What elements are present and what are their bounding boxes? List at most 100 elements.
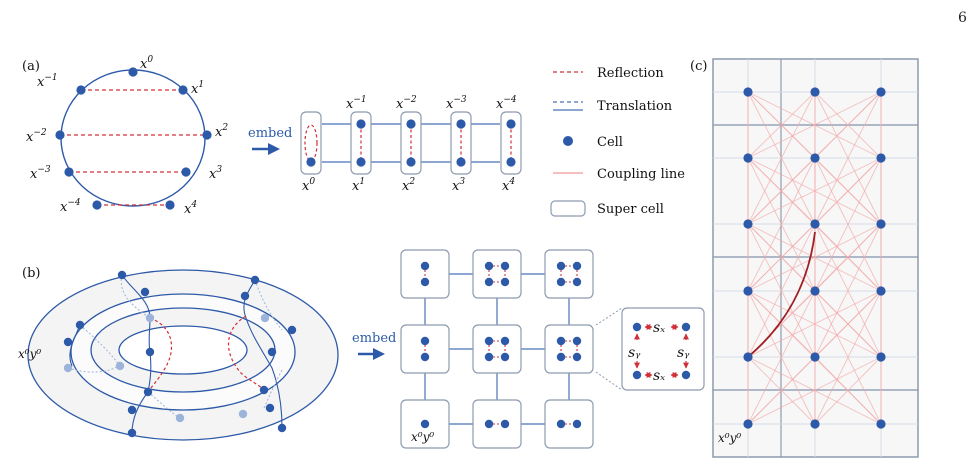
ring-node-label: x−1 [37,73,58,90]
ring-node [181,167,191,177]
ring-node-label: x2 [215,123,228,140]
legend-reflection-label: Reflection [597,66,664,81]
grid-node [500,419,510,429]
panel-c-node [876,352,886,362]
chain-node [456,157,466,167]
legend-cell-label: Cell [597,135,623,150]
grid-node [556,261,566,271]
grid-node [500,352,510,362]
supercell-grid [400,249,594,449]
panel-c-node [876,153,886,163]
grid-node [500,336,510,346]
ring-node-label: x3 [209,165,222,182]
panel-c-coupling-line [747,157,816,225]
grid-supercell [544,249,594,299]
page-number: 6 [958,10,967,26]
legend-translation-label: Translation [597,99,673,114]
grid-node [556,336,566,346]
chain-node [506,157,516,167]
panel-c-coupling-line [814,91,882,225]
chain-self-reflection [304,124,318,162]
grid-supercell [472,324,522,374]
panel-c-node [743,219,753,229]
grid-node [420,419,430,429]
ring-node [128,67,138,77]
panel-c-coupling-line [814,157,882,292]
panel-c-coupling-line [747,157,882,225]
panel-c-node [810,352,820,362]
panel-a-label: (a) [22,59,40,74]
ring-node [55,130,65,140]
panel-c-coupling-line [747,290,816,425]
grid-supercell [544,324,594,374]
grid-node [484,336,494,346]
grid-node [572,277,582,287]
legend-supercell-swatch [550,200,586,217]
grid-node [572,352,582,362]
panel-c-node [743,419,753,429]
chain-top-label: x−2 [396,95,417,112]
legend: Reflection Translation Cell Coupling lin… [550,66,685,217]
chain-top-label: x−1 [346,95,367,112]
panel-c-coupling-line [814,223,882,358]
grid-node [572,261,582,271]
legend-cell-swatch [563,136,573,146]
grid-node [556,277,566,287]
panel-c-node [810,219,820,229]
panel-c-coupling-line [747,157,816,292]
grid-node [572,336,582,346]
panel-c-node [810,286,820,296]
grid-node [572,419,582,429]
panel-c-node [876,87,886,97]
chain-bottom-label: x2 [402,177,415,194]
embed-arrow-b [358,348,385,360]
zoom-sx-top: sₓ [653,320,665,336]
ring-node-label: x−4 [60,198,81,215]
ring-node [165,200,175,210]
ring-node-label: x−3 [30,165,51,182]
panel-c-coupling-line [747,91,816,225]
grid-origin-label: x⁰y⁰ [411,430,434,444]
panel-c-coupling-line [814,290,882,425]
zoom-connector-bottom [595,371,623,391]
panel-c-node [810,419,820,429]
legend-coupling-label: Coupling line [597,167,685,182]
panel-c-node [743,352,753,362]
panel-c-origin-label: x⁰y⁰ [718,431,741,445]
chain-bottom-label: x3 [452,177,465,194]
chain-node [456,119,466,129]
chain-node [356,119,366,129]
panel-c: (c) x⁰y⁰ [690,58,919,458]
zoom-inset [621,307,705,391]
panel-c-coupling-line [814,356,882,425]
grid-node [420,336,430,346]
grid-node [484,419,494,429]
panel-c-node [876,286,886,296]
ring-node [202,130,212,140]
grid-node [420,277,430,287]
chain-supercell [300,111,322,175]
embed-label-a: embed [248,126,292,141]
panel-c-coupling-line [747,223,816,292]
grid-node [420,261,430,271]
ring-nodes [55,67,212,210]
grid-node [500,261,510,271]
ring-reflection-lines [60,89,207,206]
chain-bottom-label: x4 [502,177,515,194]
chain-node [406,119,416,129]
panel-c-node [743,87,753,97]
zoom-sy-right: sᵧ [677,345,690,361]
panel-c-node [810,87,820,97]
ring-node [92,200,102,210]
chain-node [306,157,316,167]
zoom-sy-left: sᵧ [628,345,641,361]
grid-node [500,277,510,287]
chain-bottom-label: x1 [352,177,365,194]
grid-node [556,352,566,362]
ring-node [64,167,74,177]
embed-label-b: embed [352,331,396,346]
grid-node [484,352,494,362]
